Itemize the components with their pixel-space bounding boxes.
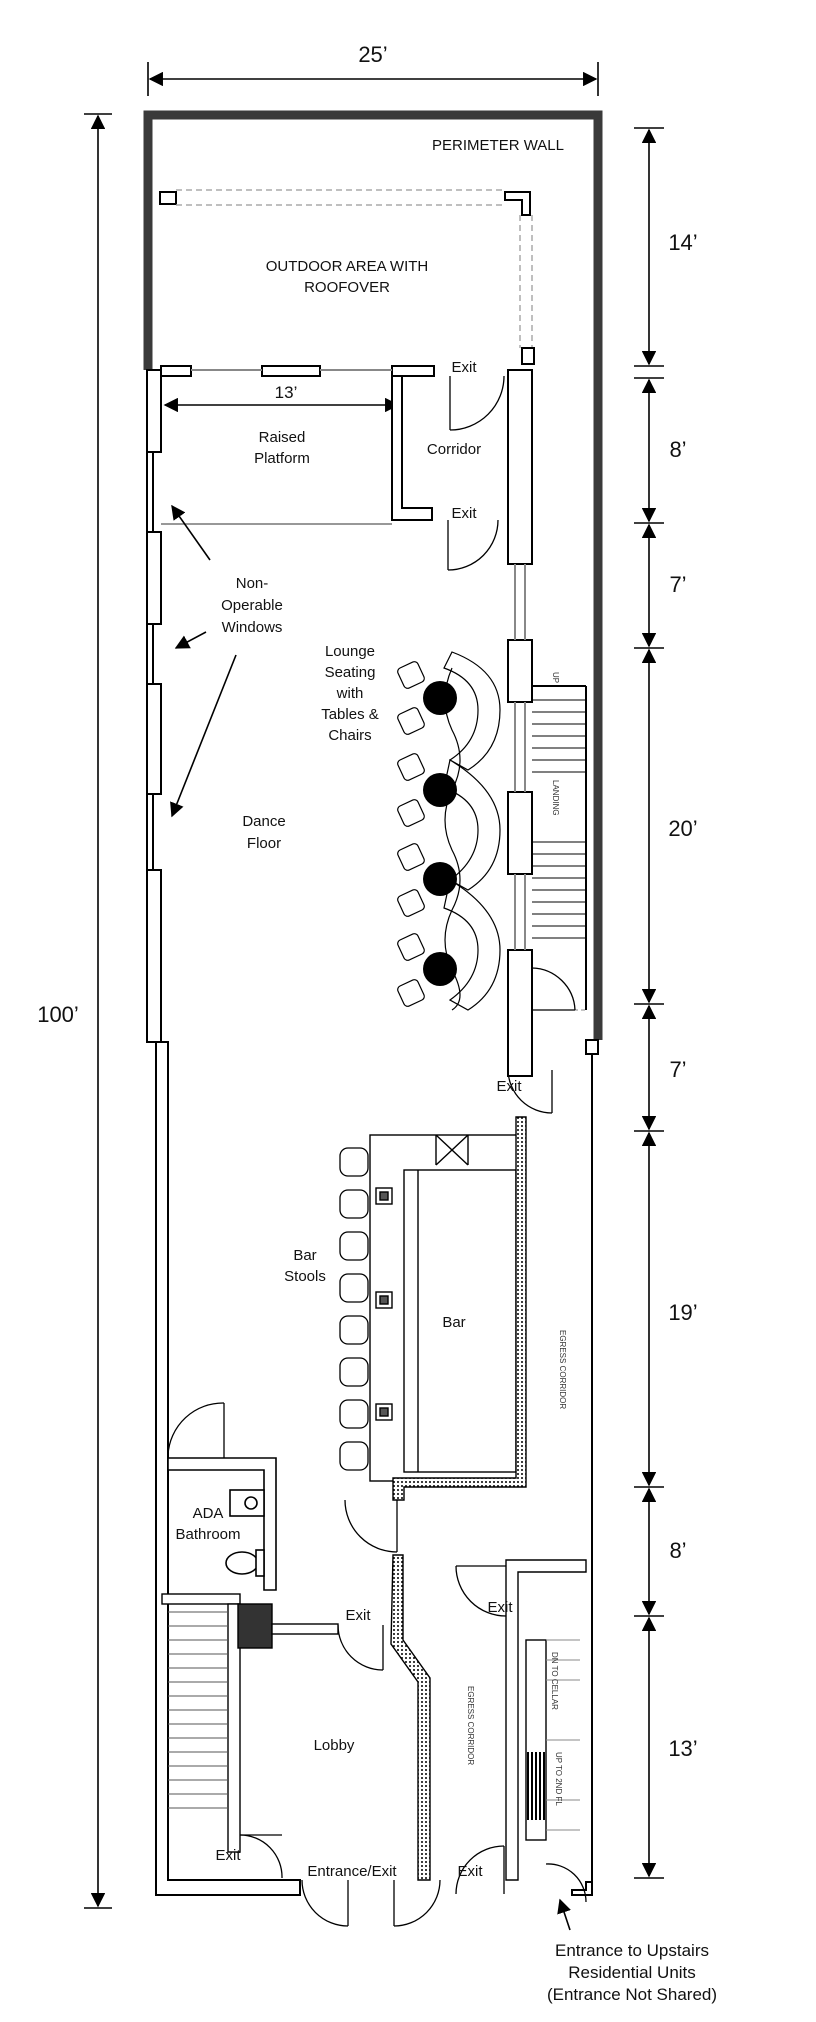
egress-walls — [390, 1554, 587, 1881]
bar-label: Bar — [442, 1314, 465, 1331]
bar-stools-label-2: Stools — [284, 1268, 326, 1285]
stair-up-label: UP — [551, 672, 560, 683]
platform-width-dimension: 13’ — [275, 383, 298, 402]
lounge-segment-dimension: 20’ — [668, 816, 697, 841]
outdoor-area — [143, 110, 603, 1040]
stair-down-cellar-label: DN TO CELLAR — [550, 1652, 559, 1710]
bar-segment-dimension: 19’ — [668, 1300, 697, 1325]
stair-landing-label: LANDING — [551, 780, 560, 816]
exit-label-egress-top: Exit — [487, 1599, 513, 1616]
lounge-seating — [397, 651, 501, 1011]
raised-platform-label-2: Platform — [254, 450, 310, 467]
exit-label-corridor-bottom: Exit — [451, 505, 477, 522]
dance-floor-label-1: Dance — [242, 813, 285, 830]
dimension-lines — [84, 62, 664, 1909]
windows-segment-dimension: 7’ — [669, 572, 686, 597]
windows-label-2: Operable — [221, 597, 283, 614]
bar-stools — [339, 1147, 369, 1471]
dance-floor-label-2: Floor — [247, 835, 281, 852]
corridor-label: Corridor — [427, 441, 481, 458]
windows-label-3: Windows — [222, 619, 283, 636]
total-length-dimension: 100’ — [37, 1002, 79, 1027]
windows-label-1: Non- — [236, 575, 269, 592]
lobby-segment-dimension: 13’ — [668, 1736, 697, 1761]
outdoor-area-label-2: ROOFOVER — [304, 279, 390, 296]
egress-corridor-label-lower: EGRESS CORRIDOR — [466, 1686, 475, 1765]
perimeter-wall-label: PERIMETER WALL — [432, 137, 564, 154]
exit-label-lobby-right: Exit — [345, 1607, 371, 1624]
stair-up — [532, 685, 587, 1011]
annotation-arrows — [170, 504, 571, 1931]
outdoor-area-label-1: OUTDOOR AREA WITH — [266, 258, 429, 275]
exit-label-egress-bottom: Exit — [457, 1863, 483, 1880]
bar-counter — [369, 1116, 527, 1501]
lounge-label-1: Lounge — [325, 643, 375, 660]
walls — [146, 365, 599, 1896]
ada-label-2: Bathroom — [175, 1526, 240, 1543]
upstairs-entrance-label-3: (Entrance Not Shared) — [547, 1985, 717, 2004]
egress-corridor-label-upper: EGRESS CORRIDOR — [558, 1330, 567, 1409]
exit-label-corridor-top: Exit — [451, 359, 477, 376]
width-dimension: 25’ — [358, 42, 387, 67]
lounge-label-4: Tables & — [321, 706, 379, 723]
bar-stools-label-1: Bar — [293, 1247, 316, 1264]
doors — [167, 375, 587, 1927]
upstairs-entrance-label-1: Entrance to Upstairs — [555, 1941, 709, 1960]
raised-platform-label-1: Raised — [259, 429, 306, 446]
lounge-label-3: with — [336, 685, 364, 702]
entrance-exit-label: Entrance/Exit — [307, 1863, 397, 1880]
upstairs-entrance-label-2: Residential Units — [568, 1963, 696, 1982]
outdoor-depth-dimension: 14’ — [668, 230, 697, 255]
corridor-depth-dimension: 8’ — [669, 437, 686, 462]
exit-label-stair: Exit — [496, 1078, 522, 1095]
lobby-stair — [161, 1593, 339, 1853]
lounge-label-2: Seating — [325, 664, 376, 681]
bathroom-segment-dimension: 8’ — [669, 1538, 686, 1563]
ada-label-1: ADA — [193, 1505, 224, 1522]
lobby-label: Lobby — [314, 1737, 355, 1754]
labels: 25’ 100’ 14’ 8’ 7’ 20’ 7’ 19’ 8’ 13’ 13’… — [37, 42, 717, 2004]
exit-segment-dimension: 7’ — [669, 1057, 686, 1082]
stair-up-floor-label: UP TO 2ND FL — [554, 1752, 563, 1806]
lounge-label-5: Chairs — [328, 727, 371, 744]
ada-bathroom — [167, 1457, 277, 1591]
exit-label-lobby-left: Exit — [215, 1847, 241, 1864]
